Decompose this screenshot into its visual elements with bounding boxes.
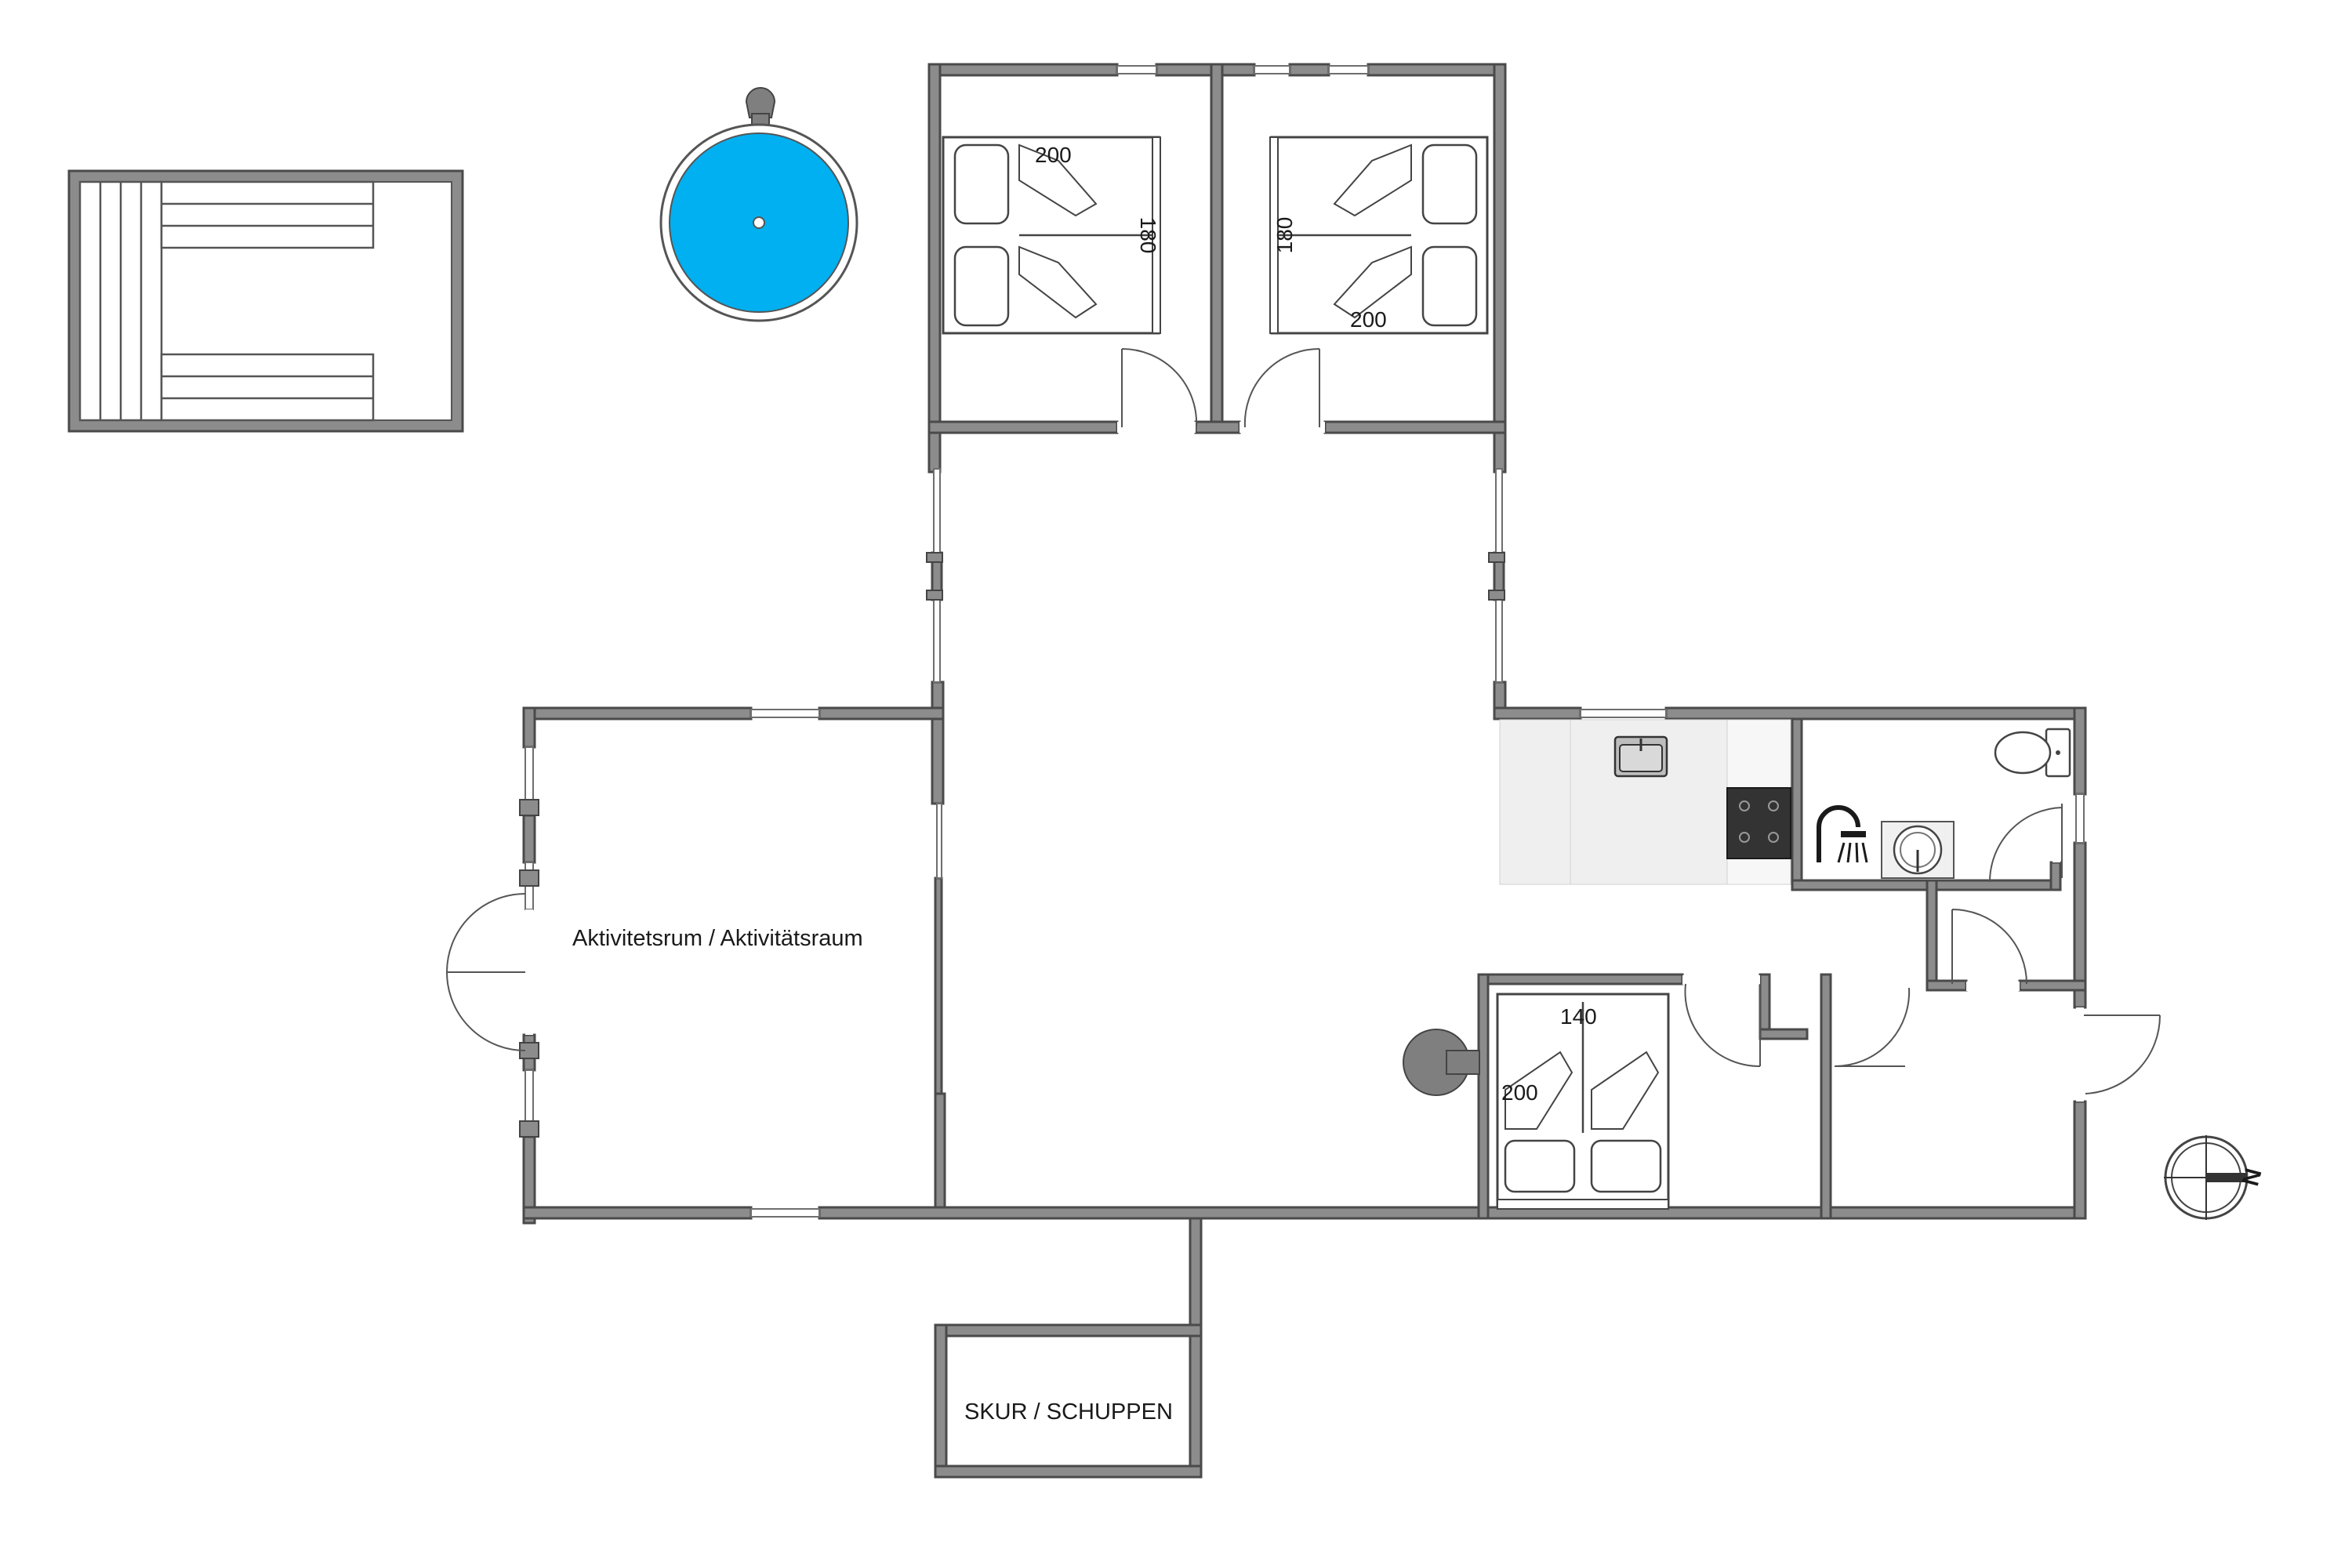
sauna — [67, 169, 464, 433]
bedroom-2: 180 200 — [1269, 136, 1489, 335]
bed-1-length-label: 200 — [1035, 143, 1072, 167]
compass-icon: N — [2164, 1135, 2267, 1220]
hot-tub-icon — [659, 87, 858, 322]
pillow — [1504, 1139, 1576, 1193]
bed-1-width-label: 180 — [1136, 217, 1160, 254]
sauna-bench-icon — [78, 180, 375, 422]
sink-icon — [1881, 821, 1955, 879]
bedroom-1: 200 180 — [942, 136, 1161, 335]
pillow — [1421, 245, 1478, 327]
bedroom-3: 140 200 — [1496, 993, 1670, 1210]
bed-2-width-label: 180 — [1272, 217, 1297, 254]
kitchen — [1499, 719, 1791, 885]
bed-2-length-label: 200 — [1350, 307, 1387, 332]
pillow — [953, 143, 1010, 225]
stove-icon — [1403, 1029, 1480, 1096]
shower-icon — [1817, 805, 1868, 863]
toilet-icon — [1994, 728, 2071, 778]
doors — [445, 347, 2161, 1102]
shed-label: SKUR / SCHUPPEN — [964, 1399, 1173, 1425]
bed-3-length-label: 200 — [1501, 1080, 1538, 1105]
bed-3-width-label: 140 — [1560, 1004, 1597, 1029]
kitchen-sink-icon — [1613, 735, 1668, 778]
bathroom — [1817, 728, 2071, 879]
hob-icon — [1726, 787, 1791, 859]
exterior-walls — [522, 63, 2087, 1479]
pillow — [1590, 1139, 1662, 1193]
activity-room-label: Aktivitetsrum / Aktivitätsraum — [572, 926, 863, 951]
windows — [519, 65, 2085, 1218]
pillow — [1421, 143, 1478, 225]
pillow — [953, 245, 1010, 327]
